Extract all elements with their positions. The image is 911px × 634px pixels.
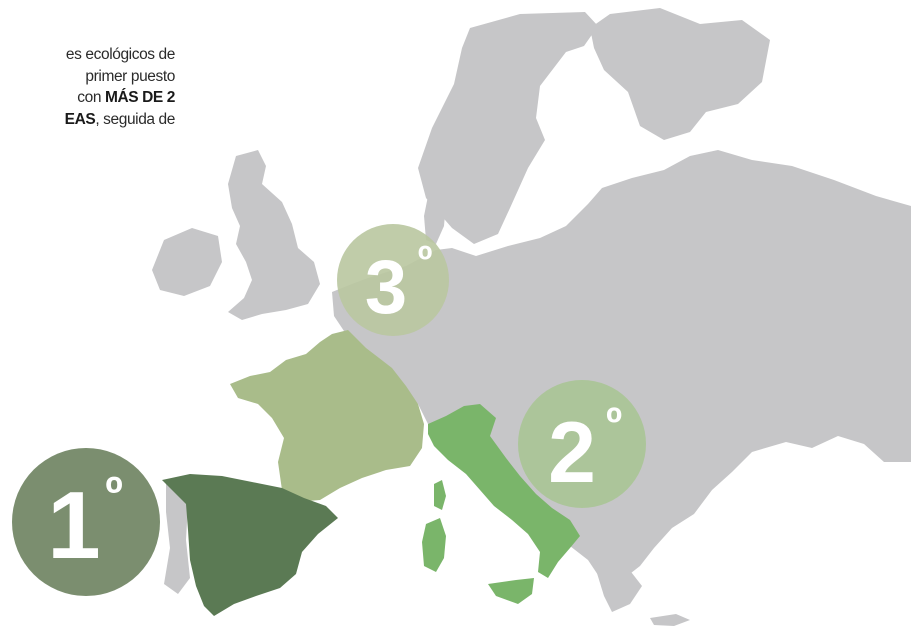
intro-line-3-prefix: con — [77, 89, 105, 106]
intro-line-4-bold: EAS — [64, 110, 96, 128]
great-britain-land — [228, 150, 320, 320]
crete-land — [650, 614, 690, 626]
rank-3-degree: º — [418, 239, 433, 283]
rank-badge-3: 3 º — [337, 224, 449, 336]
france-land — [230, 330, 424, 502]
denmark-land — [424, 186, 446, 244]
greece-land — [596, 560, 642, 612]
intro-line-2: primer puesto — [85, 67, 175, 85]
portugal-land — [164, 476, 190, 594]
corsica-land — [434, 480, 446, 510]
intro-line-1: es ecológicos de — [65, 46, 175, 63]
finland-land — [590, 8, 770, 140]
intro-line-4: EAS, seguida de — [0, 109, 176, 131]
sicily-land — [488, 578, 534, 604]
rank-badge-2: 2 º — [518, 380, 646, 508]
rank-badge-1: 1 º — [12, 448, 160, 596]
rank-1-label: 1 — [47, 472, 100, 579]
intro-text: es ecológicos de primer puesto con MÁS D… — [0, 44, 176, 131]
rank-3-label: 3 — [365, 245, 407, 330]
intro-line-4-suffix: , seguida de — [95, 110, 175, 128]
rank-2-label: 2 — [548, 405, 596, 501]
spain-land — [162, 474, 338, 616]
continent-land — [332, 150, 911, 580]
intro-line-3: con MÁS DE 2 — [0, 87, 175, 109]
scandinavia-land — [418, 12, 598, 244]
italy-land — [428, 404, 580, 578]
ireland-land — [152, 228, 222, 296]
rank-2-degree: º — [606, 399, 622, 448]
intro-line-3-bold: MÁS DE 2 — [104, 89, 175, 106]
rank-1-degree: º — [105, 468, 123, 521]
sardinia-land — [422, 518, 446, 572]
